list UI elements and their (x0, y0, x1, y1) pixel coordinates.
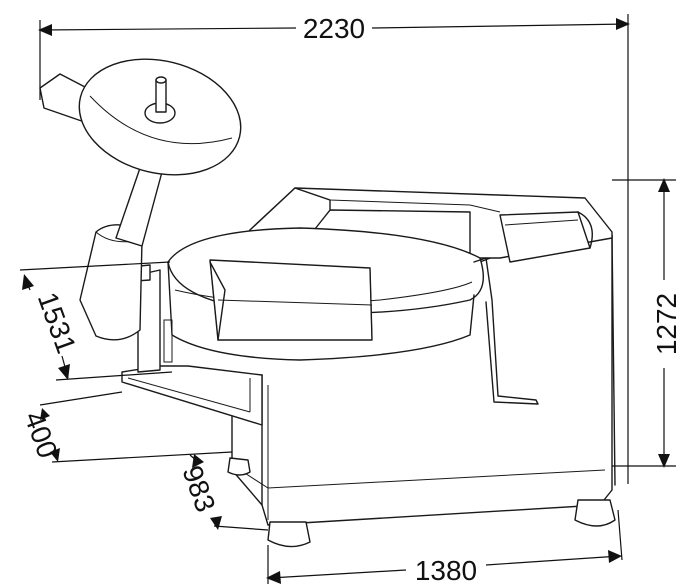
dimension-overall-width: 2230 (38, 13, 630, 484)
front-ledge (121, 365, 263, 426)
dimension-base-length: 1380 (266, 509, 623, 586)
loader-disc-lid (39, 58, 242, 176)
cutting-bowl (167, 227, 539, 405)
dimension-label-400: 400 (18, 407, 63, 462)
machine-feet (227, 457, 616, 548)
loader-arm (79, 167, 173, 373)
dimension-label-983: 983 (176, 461, 221, 516)
machine-top-housing (239, 187, 613, 263)
dimension-height: 1272 (612, 178, 680, 468)
dimension-label-1272: 1272 (651, 293, 680, 355)
dimension-depth: 983 (176, 454, 269, 531)
dimension-label-1380: 1380 (415, 555, 477, 586)
dimension-label-1531: 1531 (32, 288, 82, 357)
dimension-label-2230: 2230 (303, 13, 365, 44)
